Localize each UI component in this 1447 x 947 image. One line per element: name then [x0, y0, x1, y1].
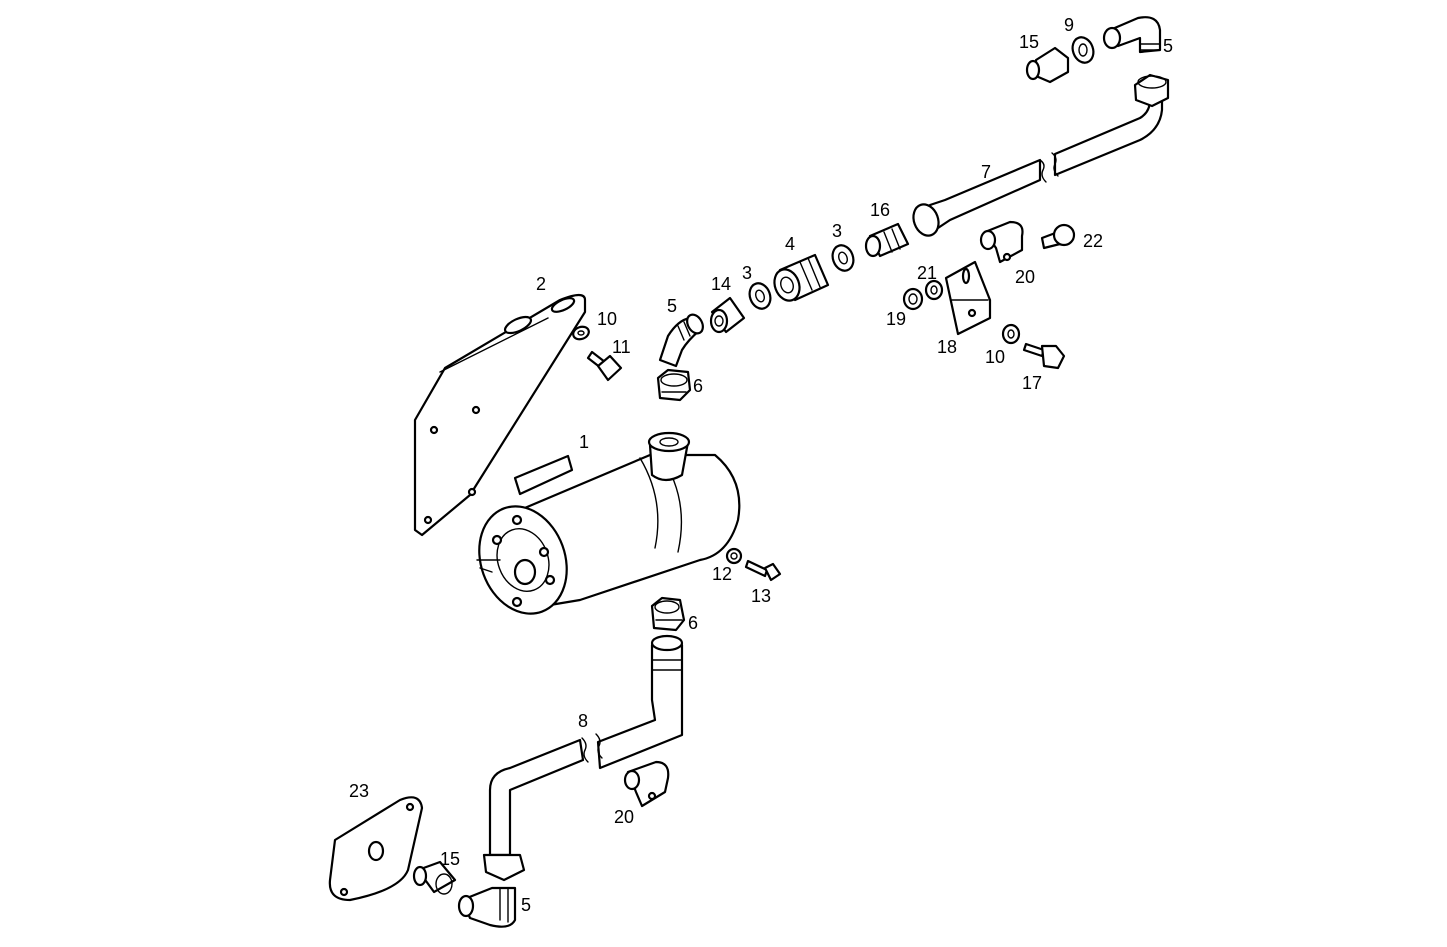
callout-6-upper: 6 [693, 376, 703, 396]
callout-20-lower: 20 [614, 807, 634, 827]
part-2-mounting-bracket [413, 293, 587, 537]
callout-12: 12 [712, 564, 732, 584]
part-15-fitting-top [1025, 46, 1070, 84]
part-3-washer-left [748, 282, 772, 310]
callout-3-left: 3 [742, 263, 752, 283]
part-18-bracket [944, 260, 992, 336]
callout-22: 22 [1083, 231, 1103, 251]
callout-6-lower: 6 [688, 613, 698, 633]
callout-10-right: 10 [985, 347, 1005, 367]
callout-16: 16 [870, 200, 890, 220]
callout-17: 17 [1022, 373, 1042, 393]
callout-19: 19 [886, 309, 906, 329]
part-5-elbow-top [1102, 16, 1162, 54]
part-16-fitting [864, 222, 910, 258]
part-22-cap [1040, 223, 1076, 250]
callout-8: 8 [578, 711, 588, 731]
callout-13: 13 [751, 586, 771, 606]
callout-9: 9 [1064, 15, 1074, 35]
part-13-bolt [744, 559, 782, 582]
part-1-cylinder-body [476, 431, 741, 615]
callout-23: 23 [349, 781, 369, 801]
callout-14: 14 [711, 274, 731, 294]
part-23-flange-plate [328, 796, 424, 902]
part-20-clip-upper [979, 220, 1024, 264]
callout-20-upper: 20 [1015, 267, 1035, 287]
part-6-nut-lower [650, 596, 686, 632]
part-14-fitting [709, 296, 746, 334]
callout-5-mid: 5 [667, 296, 677, 316]
part-19-nut [902, 287, 924, 311]
part-8-pipe-lower [482, 634, 684, 882]
callout-10-left: 10 [597, 309, 617, 329]
callout-15-top: 15 [1019, 32, 1039, 52]
part-5-elbow-mid [658, 313, 704, 368]
callout-3-right: 3 [832, 221, 842, 241]
callout-5-lower: 5 [521, 895, 531, 915]
part-10-washer-left [572, 325, 590, 341]
callout-11: 11 [612, 337, 631, 357]
callout-21: 21 [917, 263, 937, 283]
callout-18: 18 [937, 337, 957, 357]
part-15-fitting-lower [412, 860, 457, 895]
part-5-elbow-lower [457, 886, 517, 928]
callout-1: 1 [579, 432, 589, 452]
callout-7: 7 [981, 162, 991, 182]
part-9-washer [1071, 36, 1095, 64]
callout-15-lower: 15 [440, 849, 460, 869]
callout-4: 4 [785, 234, 795, 254]
part-10-washer-right [1001, 323, 1021, 345]
part-7-pipe-upper [912, 73, 1170, 237]
part-20-clip-lower [623, 760, 670, 808]
part-11-bolt [586, 350, 623, 382]
callout-2: 2 [536, 274, 546, 294]
part-6-nut-upper [656, 368, 692, 402]
part-4-union-coupling [773, 253, 830, 302]
part-12-washer [725, 547, 743, 565]
part-21-washer [924, 279, 944, 301]
callout-5-top: 5 [1163, 36, 1173, 56]
part-callouts: 1 2 3 3 4 5 5 5 6 6 7 8 9 10 10 11 12 13… [349, 15, 1173, 915]
part-17-bolt [1022, 342, 1066, 370]
part-3-washer-right [831, 244, 855, 272]
